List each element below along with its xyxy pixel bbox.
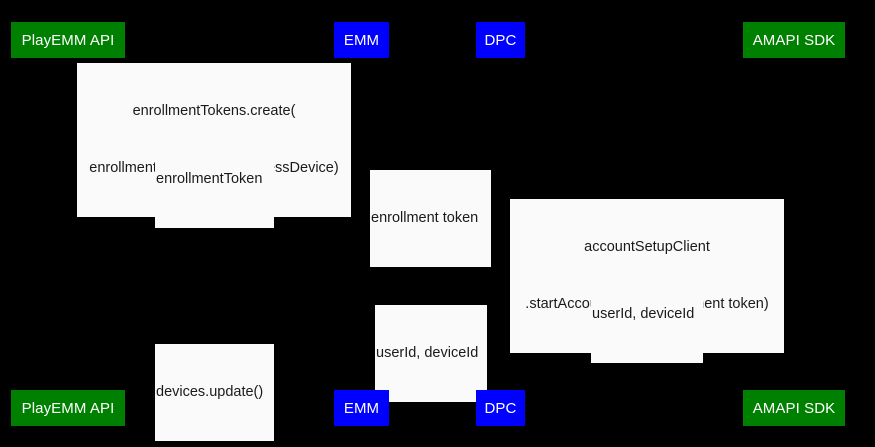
message-label-userid-deviceid-to-emm: userId, deviceId (375, 305, 487, 402)
actor-box-amapi-sdk-top[interactable]: AMAPI SDK (743, 22, 845, 58)
lifeline-playemm-api (67, 57, 68, 390)
message-line-1: enrollment token (371, 210, 479, 226)
message-line-1: accountSetupClient (584, 239, 710, 255)
actor-box-dpc-top[interactable]: DPC (476, 22, 525, 58)
message-label-devices-update: devices.update() (155, 344, 274, 441)
actor-box-amapi-sdk-bottom[interactable]: AMAPI SDK (743, 390, 845, 426)
message-line-1: userId, deviceId (592, 306, 695, 322)
actor-label-dpc-bottom: DPC (484, 399, 517, 417)
actor-label-amapi-sdk-top: AMAPI SDK (752, 31, 836, 49)
lifeline-dpc (500, 57, 501, 390)
actor-box-emm-bottom[interactable]: EMM (334, 390, 389, 426)
actor-label-emm-bottom: EMM (343, 399, 380, 417)
actor-label-playemm-api-bottom: PlayEMM API (21, 399, 115, 417)
actor-box-playemm-api-bottom[interactable]: PlayEMM API (11, 390, 125, 426)
actor-label-dpc-top: DPC (484, 31, 517, 49)
message-line-1: userId, deviceId (376, 345, 479, 361)
actor-box-dpc-bottom[interactable]: DPC (476, 390, 525, 426)
actor-label-playemm-api-top: PlayEMM API (21, 31, 115, 49)
message-line-1: enrollmentTokens.create( (132, 103, 296, 119)
actor-label-emm-top: EMM (343, 31, 380, 49)
message-label-userid-deviceid-to-dpc: userId, deviceId (591, 266, 703, 363)
lifeline-emm (361, 57, 362, 390)
lifeline-amapi-sdk (793, 57, 794, 390)
actor-box-playemm-api-top[interactable]: PlayEMM API (11, 22, 125, 58)
actor-label-amapi-sdk-bottom: AMAPI SDK (752, 399, 836, 417)
message-line-1: devices.update() (156, 384, 264, 400)
actor-box-emm-top[interactable]: EMM (334, 22, 389, 58)
message-label-enrollment-token-to-dpc: enrollment token (370, 170, 491, 267)
message-line-1: enrollmentToken (156, 171, 263, 187)
message-label-enrollment-token: enrollmentToken (155, 131, 274, 228)
